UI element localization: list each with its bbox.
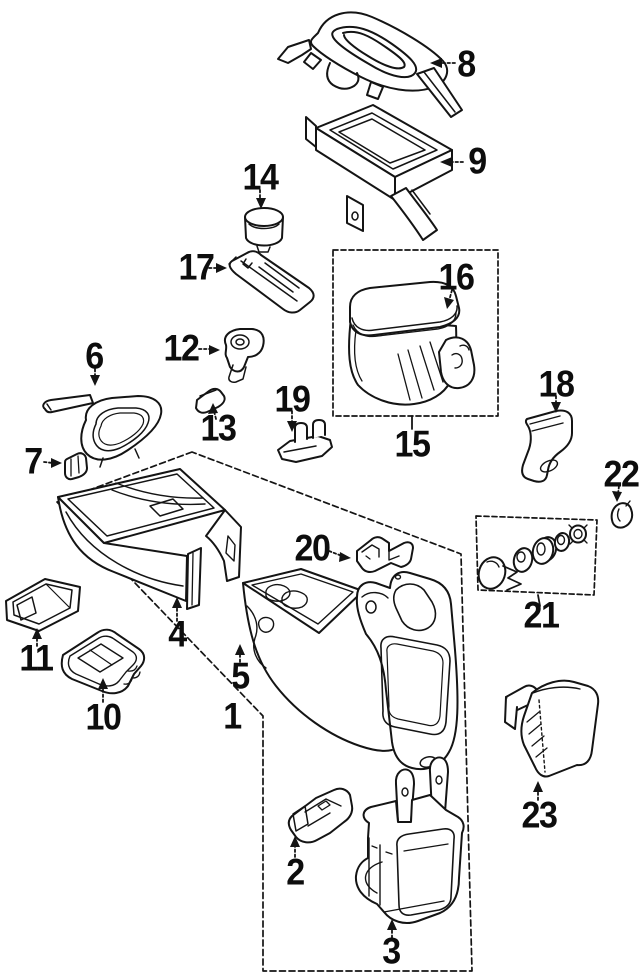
callout-2: 2 (286, 851, 305, 893)
callout-18: 18 (538, 363, 574, 405)
callout-9: 9 (468, 140, 487, 182)
part-12-lock-cylinder-drawing (224, 328, 265, 383)
part-23-rear-lid-drawing (504, 679, 600, 778)
part-4-console-front-drawing (57, 468, 242, 610)
part-17-bracket-plate-drawing (228, 250, 315, 314)
callout-16: 16 (438, 256, 474, 298)
part-14-cap-drawing (244, 207, 284, 253)
part-10-cup-holder-drawing (60, 628, 146, 695)
callout-12: 12 (163, 327, 199, 369)
callout-3: 3 (382, 930, 401, 972)
callout-15: 15 (394, 423, 430, 465)
leader-arrows (32, 58, 622, 939)
callout-8: 8 (457, 43, 476, 85)
part-2-bracket-drawing (287, 787, 354, 844)
part-19-bracket-drawing (277, 419, 333, 463)
part-21-lighter-kit-drawing (477, 524, 588, 591)
part-18-bracket-drawing (521, 409, 573, 483)
callout-10: 10 (85, 696, 121, 738)
callout-19: 19 (274, 378, 310, 420)
callout-6: 6 (85, 335, 104, 377)
callout-20: 20 (294, 527, 330, 569)
callout-4: 4 (168, 613, 187, 655)
part-7-clip-drawing (64, 452, 88, 481)
assembly-box-part-15 (332, 249, 499, 417)
part-16-armrest-lid-drawing (348, 280, 476, 406)
callout-14: 14 (242, 156, 278, 198)
part-11-tray-drawing (5, 578, 81, 632)
part-9-shift-bezel-drawing (305, 104, 453, 241)
part-22-clip-drawing (610, 500, 634, 529)
part-8-shift-cover-drawing (277, 11, 463, 118)
callout-5: 5 (231, 655, 250, 697)
part-6-shift-trim-drawing (42, 394, 163, 468)
part-13-cap-cover-drawing (195, 387, 226, 414)
part-20-bracket-drawing (356, 536, 414, 580)
callout-13: 13 (200, 407, 236, 449)
part-5-console-rear-drawing (242, 568, 459, 771)
callout-21: 21 (523, 594, 559, 636)
callout-11: 11 (19, 637, 54, 679)
assembly-box-part-1 (56, 451, 473, 972)
callout-23: 23 (521, 794, 557, 836)
callout-1: 1 (223, 695, 242, 737)
callout-22: 22 (603, 453, 639, 495)
assembly-box-part-21 (475, 515, 598, 596)
callout-17: 17 (178, 246, 214, 288)
part-3-mount-frame-drawing (354, 756, 465, 924)
callout-7: 7 (24, 440, 43, 482)
